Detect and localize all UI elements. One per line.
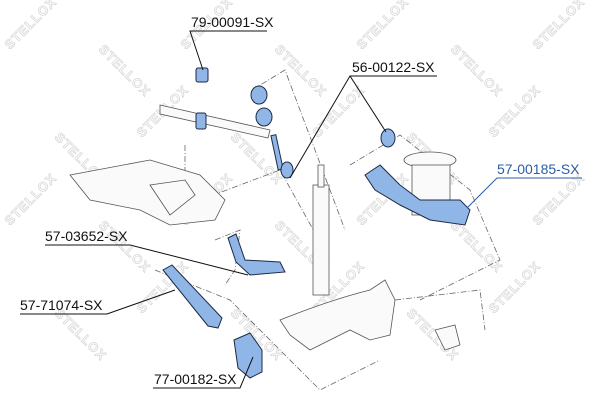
camber-arm-part	[227, 233, 286, 276]
leader-lines	[20, 30, 582, 389]
label-79-00091-sx: 79-00091-SX	[191, 14, 274, 30]
stabilizer-link-part	[250, 85, 396, 179]
watermark-logo: STELLOX	[354, 0, 412, 52]
watermark-logo: STELLOX	[530, 170, 588, 228]
watermark-logo: STELLOX	[448, 42, 506, 100]
watermark-logo: STELLOX	[96, 42, 154, 100]
shock-absorber	[312, 164, 330, 296]
watermark-logo: STELLOX	[96, 218, 154, 276]
watermark-logo: STELLOX	[530, 0, 588, 52]
trailing-link-part	[162, 264, 223, 329]
trailing-arm-bushing-part	[233, 332, 263, 379]
label-57-71074-sx: 57-71074-SX	[20, 297, 103, 313]
upper-control-arm-part	[364, 164, 471, 226]
label-77-00182-sx: 77-00182-SX	[154, 371, 237, 387]
label-56-00122-sx: 56-00122-SX	[352, 59, 435, 75]
watermark-logo: STELLOX	[272, 42, 330, 100]
label-57-00185-sx: 57-00185-SX	[497, 161, 580, 177]
stabilizer-bushing-part	[195, 67, 209, 130]
watermark-logo: STELLOX	[2, 170, 60, 228]
watermark-logo: STELLOX	[2, 0, 60, 52]
watermark-logo: STELLOX	[448, 218, 506, 276]
label-57-03652-sx: 57-03652-SX	[45, 228, 128, 244]
trailing-arm	[279, 279, 461, 351]
subframe	[69, 104, 271, 226]
